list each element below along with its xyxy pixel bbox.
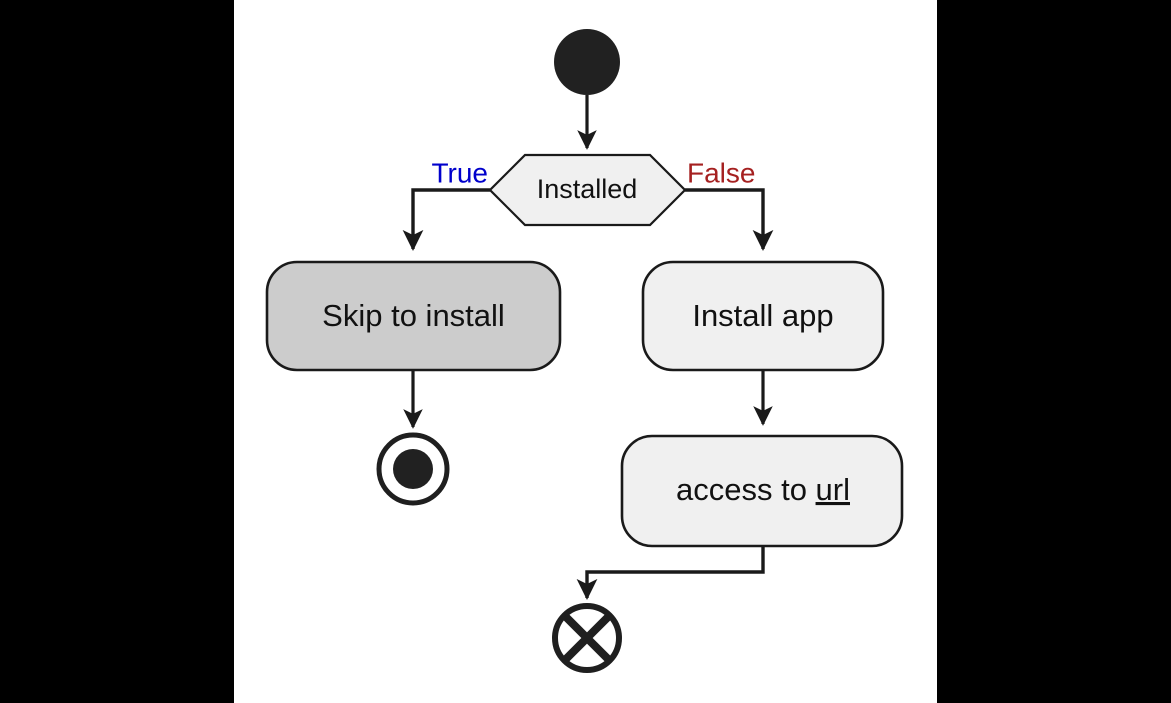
edge-installed-to-install-app [685, 188, 774, 252]
action-node-skip-to-install-shape [265, 260, 562, 372]
activity-final-node[interactable] [376, 432, 450, 506]
action-node-access-to-url-shape [620, 434, 904, 548]
edge-layer [402, 95, 774, 601]
action-node-install-app[interactable]: Install app [641, 260, 885, 372]
letterbox-right [937, 0, 1171, 703]
action-node-access-to-url[interactable]: access to url [620, 434, 904, 548]
activity-diagram: Installed True False Skip to install Ins… [265, 29, 904, 673]
edge-access-url-to-flow-final [576, 546, 765, 601]
node-layer: Installed True False Skip to install Ins… [265, 29, 904, 673]
action-node-install-app-shape [641, 260, 885, 372]
action-node-skip-to-install-label: Skip to install [322, 298, 505, 333]
decision-node-shape [488, 153, 687, 227]
decision-node-label: Installed [537, 174, 638, 204]
flow-final-node-cross-2 [562, 613, 612, 663]
access-to-url-label-plain: access to [676, 472, 816, 507]
action-node-skip-to-install[interactable]: Skip to install [265, 260, 562, 372]
edge-installed-to-skip [402, 188, 490, 252]
initial-node[interactable] [554, 29, 620, 95]
diagram-canvas: Installed True False Skip to install Ins… [234, 0, 937, 703]
decision-node-installed[interactable]: Installed [488, 153, 687, 227]
action-node-install-app-label: Install app [692, 298, 833, 333]
flow-final-node[interactable] [552, 603, 622, 673]
letterbox-left [0, 0, 234, 703]
access-to-url-label-link: url [816, 472, 850, 507]
action-node-access-to-url-label: access to url [676, 472, 850, 507]
guard-label-true: True [431, 157, 488, 188]
guard-label-false: False [687, 157, 755, 188]
activity-final-node-dot [393, 449, 433, 489]
